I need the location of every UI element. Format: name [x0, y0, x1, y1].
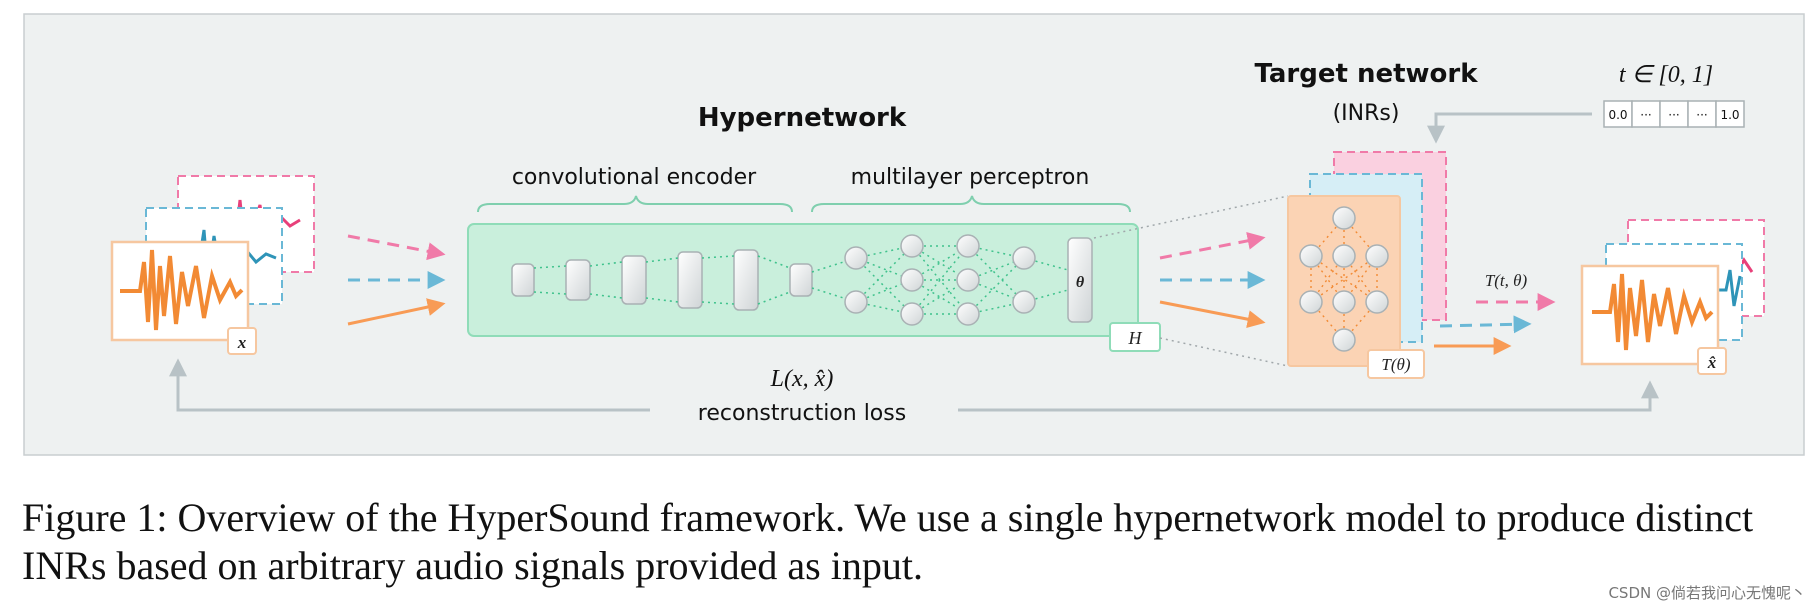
target-subtitle: (INRs) [1333, 101, 1400, 126]
mlp-nodes [844, 234, 1036, 326]
input-waveform [120, 249, 244, 331]
t-cell-label: 1.0 [1720, 108, 1739, 122]
input-x-label: x [237, 333, 247, 352]
figure-caption: Figure 1: Overview of the HyperSound fra… [22, 495, 1754, 588]
t-feed-arrow [1427, 112, 1592, 144]
input-audio-stack: x [110, 175, 315, 355]
target-nodes [1299, 206, 1389, 352]
t-cell [1631, 100, 1661, 128]
t-cell-label: 0.0 [1608, 108, 1627, 122]
loss-label: reconstruction loss [698, 401, 906, 426]
conv-blocks [511, 249, 813, 311]
t-t-theta-label: T(t, θ) [1485, 271, 1528, 290]
theta-label: θ [1076, 274, 1085, 291]
t-cell-label: ··· [1668, 108, 1679, 122]
t-theta-label: T(θ) [1381, 355, 1410, 374]
target-output-arrows [1434, 293, 1556, 355]
output-xhat-label: x̂ [1707, 353, 1717, 372]
loss-arrow-left [169, 358, 650, 412]
watermark: CSDN @倘若我问心无愧呢丶 [1608, 584, 1806, 602]
h-badge [1109, 322, 1161, 352]
output-xhat-badge [1697, 347, 1727, 375]
h-label: H [1128, 328, 1143, 348]
output-audio-stack: x̂ [1580, 219, 1765, 375]
theta-block [1067, 237, 1093, 323]
hypernetwork-title: Hypernetwork [698, 103, 907, 133]
loss-formula: L(x, x̂) [770, 366, 834, 392]
t-cell [1659, 100, 1689, 128]
hyper-to-target-arrows [1159, 231, 1266, 329]
loss-arrow-right [958, 380, 1659, 412]
input-arrows [347, 234, 446, 326]
t-cell-label: ··· [1640, 108, 1651, 122]
encoder-brace [477, 195, 793, 213]
t-cells: 0.0 ··· ··· ··· 1.0 [1603, 100, 1745, 128]
target-title: Target network [1254, 59, 1478, 89]
input-x-badge [227, 327, 257, 355]
encoder-label: convolutional encoder [512, 165, 757, 190]
t-theta-badge [1367, 349, 1425, 379]
t-range-label: t ∈ [0, 1] [1619, 62, 1713, 88]
t-cell [1715, 100, 1745, 128]
t-cell [1603, 100, 1633, 128]
mlp-label: multilayer perceptron [851, 165, 1090, 190]
figure-diagram: x Hypernetwork convolutional encoder mul… [23, 13, 1805, 456]
t-cell-label: ··· [1696, 108, 1707, 122]
mlp-brace [811, 195, 1131, 213]
output-waveform [1592, 273, 1714, 351]
